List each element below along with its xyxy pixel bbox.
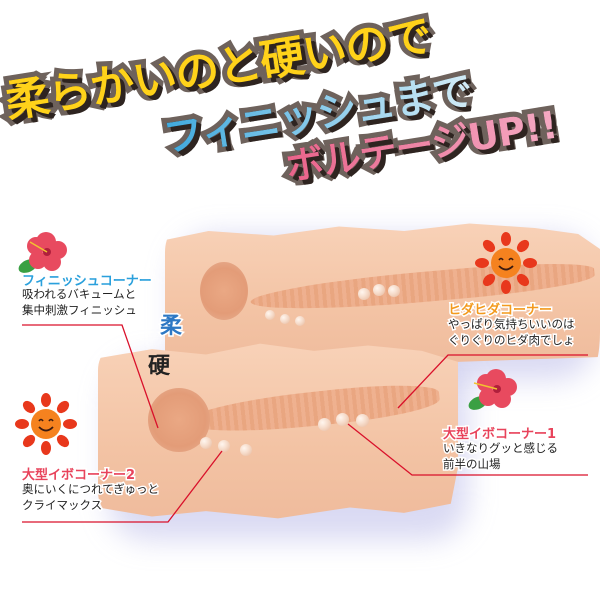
soft-pad-bead [265, 310, 275, 320]
finish-corner-line-2: 集中刺激フィニッシュ [21, 302, 139, 319]
ibo-corner-2-title: 大型イボコーナー2 [20, 467, 136, 485]
finish-corner-line-1: 吸われるバキュームと [21, 286, 138, 303]
soft-pad-knob [200, 262, 248, 320]
soft-material-label: 柔 [158, 313, 183, 341]
hard-pad-bead [318, 418, 331, 431]
soft-pad-bead [358, 288, 370, 300]
hard-material-label: 硬 [148, 354, 171, 379]
ibo-corner-1-line-1: いきなりグッと感じる [442, 440, 560, 457]
hibiscus-icon [18, 232, 67, 273]
hibiscus-icon [468, 369, 517, 410]
ibo-corner-2-description: 奥にいくにつれてぎゅっと クライマックス [21, 481, 161, 514]
hard-pad-bead [336, 413, 349, 426]
hard-pad-bead [200, 437, 212, 449]
ibo-corner-2-line-2: クライマックス [21, 497, 104, 514]
hard-pad-bead [240, 444, 252, 456]
ibo-corner-1-title: 大型イボコーナー1 [441, 426, 557, 444]
hida-corner-line-1: やっぱり気持ちいいのは [447, 316, 576, 333]
smiling-sun-icon [15, 393, 77, 455]
hida-corner-line-2: ぐりぐりのヒダ肉でしょ [447, 332, 576, 349]
soft-pad-bead [388, 285, 400, 297]
soft-pad-bead [373, 284, 385, 296]
finish-corner-description: 吸われるバキュームと 集中刺激フィニッシュ [21, 286, 139, 319]
soft-pad-bead [295, 316, 305, 326]
smiling-sun-icon [475, 232, 537, 294]
ibo-corner-1-description: いきなりグッと感じる 前半の山場 [442, 440, 560, 473]
finish-corner-title: フィニッシュコーナー [21, 273, 154, 291]
hard-pad-bead [218, 440, 230, 452]
hard-pad-bead [356, 414, 369, 427]
ibo-corner-2-line-1: 奥にいくにつれてぎゅっと [21, 481, 161, 498]
hida-corner-title: ヒダヒダコーナー [446, 302, 553, 320]
soft-pad-bead [280, 314, 290, 324]
hida-corner-description: やっぱり気持ちいいのは ぐりぐりのヒダ肉でしょ [447, 316, 576, 349]
ibo-corner-1-line-2: 前半の山場 [442, 456, 503, 473]
